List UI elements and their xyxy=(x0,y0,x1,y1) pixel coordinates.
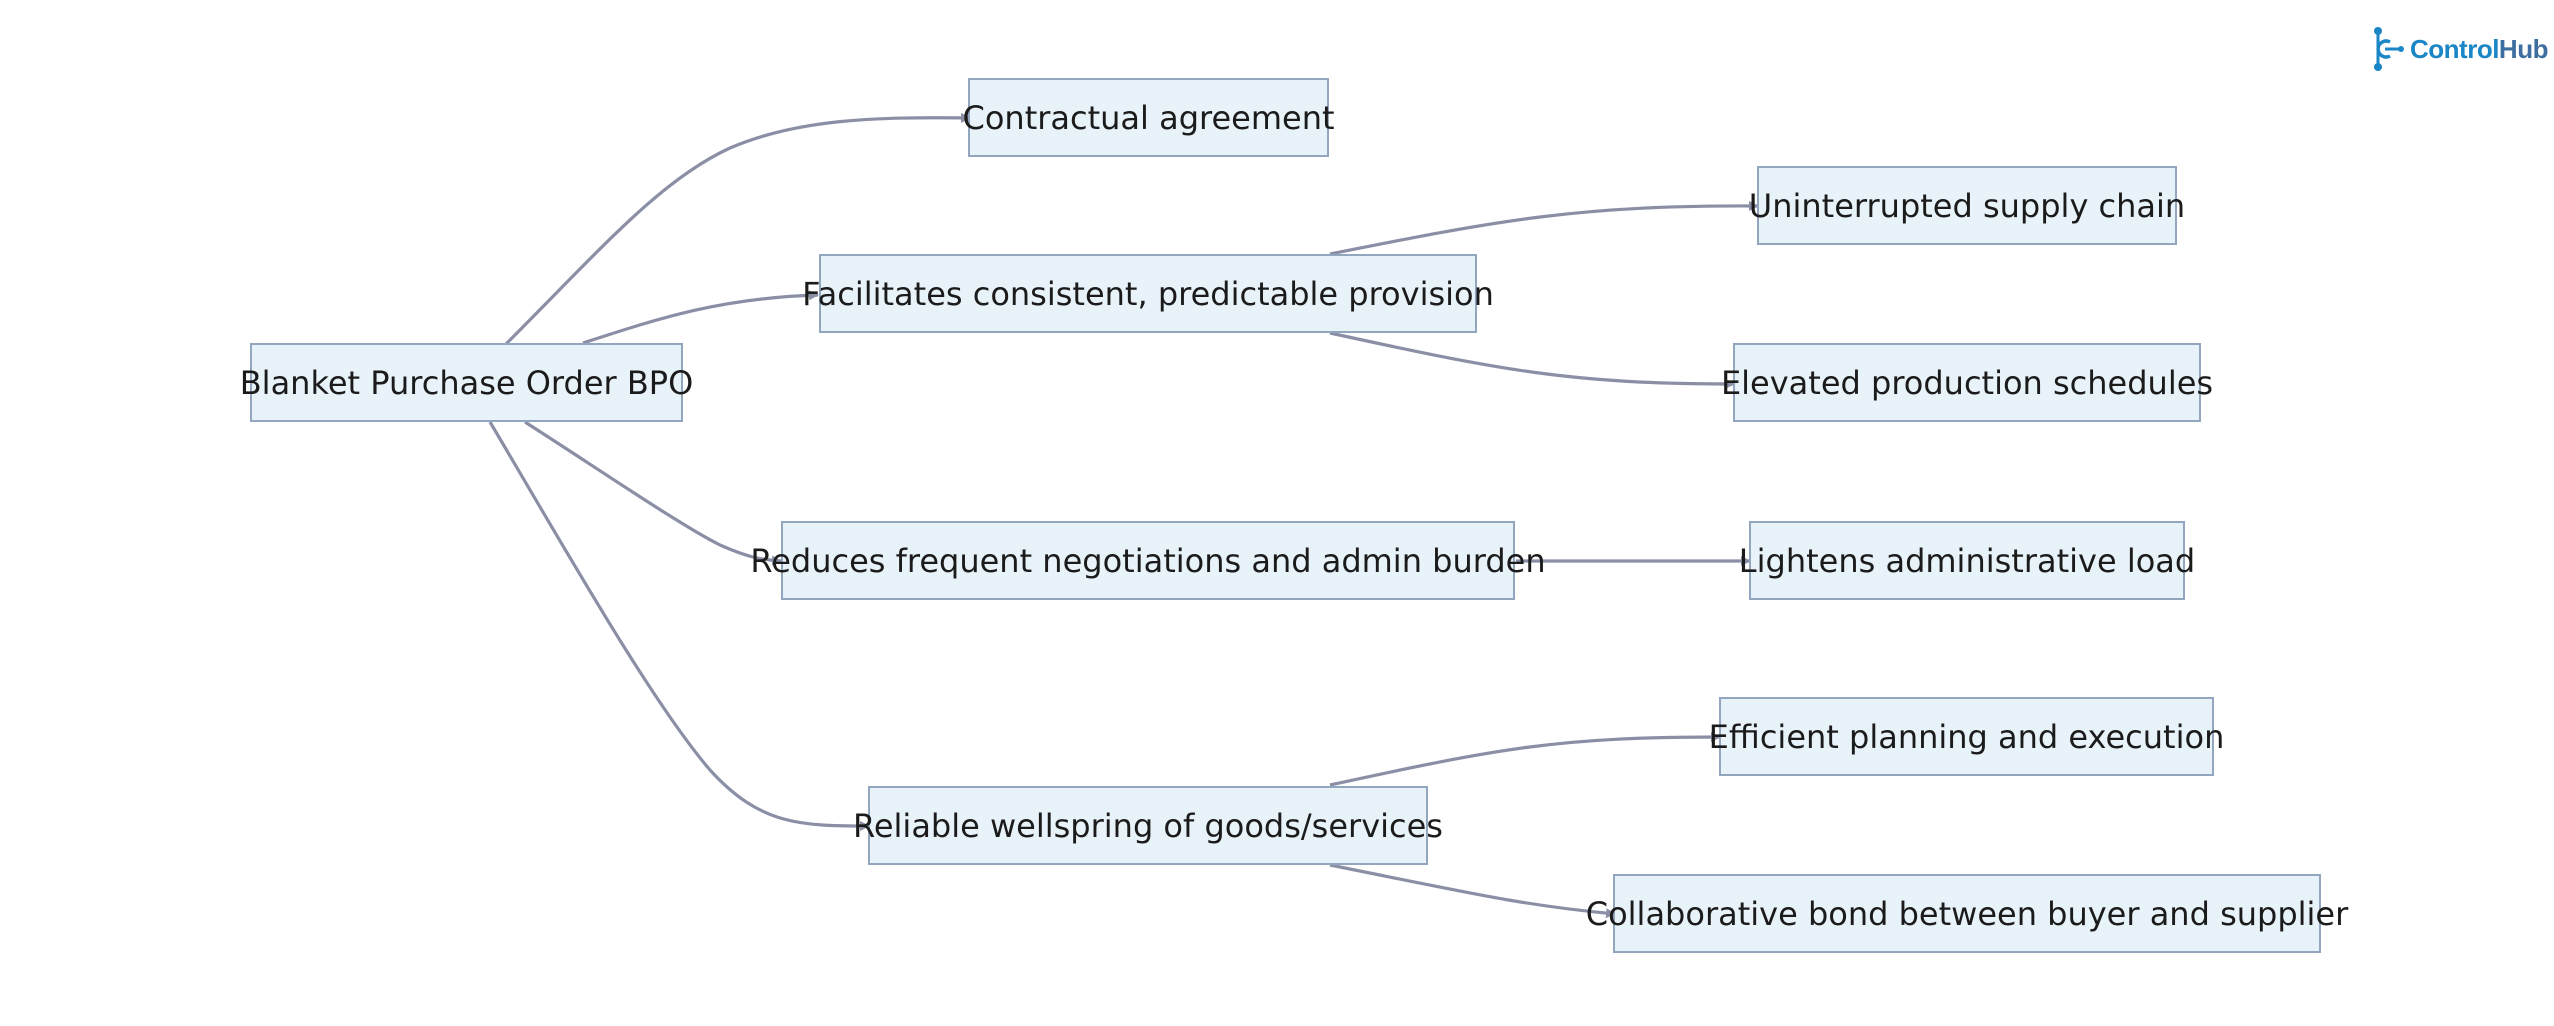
node-lightens-label: Lightens administrative load xyxy=(1738,541,2196,580)
edge-bpo-to-contract xyxy=(503,112,971,347)
node-production-label: Elevated production schedules xyxy=(1720,363,2214,402)
node-reduces-label: Reduces frequent negotiations and admin … xyxy=(750,541,1546,580)
node-bpo[interactable]: Blanket Purchase Order BPO xyxy=(240,343,693,422)
edge-bpo-to-reliable xyxy=(488,421,870,831)
edge-reliable-to-planning xyxy=(1329,732,1721,787)
node-planning[interactable]: Efficient planning and execution xyxy=(1709,697,2224,776)
controlhub-logo[interactable]: ControlHub xyxy=(2370,26,2548,72)
edge-bpo-to-facilitates xyxy=(582,290,819,345)
node-reduces[interactable]: Reduces frequent negotiations and admin … xyxy=(750,521,1546,600)
node-reliable[interactable]: Reliable wellspring of goods/services xyxy=(853,786,1443,865)
node-bond-label: Collaborative bond between buyer and sup… xyxy=(1585,894,2349,933)
node-supply-label: Uninterrupted supply chain xyxy=(1748,186,2186,225)
node-contract[interactable]: Contractual agreement xyxy=(962,78,1335,157)
edge-facilitates-to-production xyxy=(1329,331,1735,389)
node-reliable-label: Reliable wellspring of goods/services xyxy=(853,806,1443,845)
node-facilitates[interactable]: Facilitates consistent, predictable prov… xyxy=(802,254,1494,333)
edge-bpo-to-reduces xyxy=(524,420,782,566)
node-production[interactable]: Elevated production schedules xyxy=(1721,343,2213,422)
node-bond[interactable]: Collaborative bond between buyer and sup… xyxy=(1586,874,2348,953)
edge-reliable-to-bond xyxy=(1329,863,1616,919)
controlhub-logo-icon xyxy=(2374,27,2404,71)
edge-facilitates-to-supply xyxy=(1329,200,1759,256)
node-lightens[interactable]: Lightens administrative load xyxy=(1739,521,2195,600)
node-facilitates-label: Facilitates consistent, predictable prov… xyxy=(802,274,1494,313)
node-planning-label: Efficient planning and execution xyxy=(1708,717,2225,756)
node-bpo-label: Blanket Purchase Order BPO xyxy=(239,363,694,402)
controlhub-logo-text: ControlHub xyxy=(2410,34,2548,65)
logo-text-control: Control xyxy=(2410,33,2499,64)
node-contract-label: Contractual agreement xyxy=(962,98,1335,137)
node-supply[interactable]: Uninterrupted supply chain xyxy=(1749,166,2185,245)
logo-text-hub: Hub xyxy=(2498,33,2549,64)
